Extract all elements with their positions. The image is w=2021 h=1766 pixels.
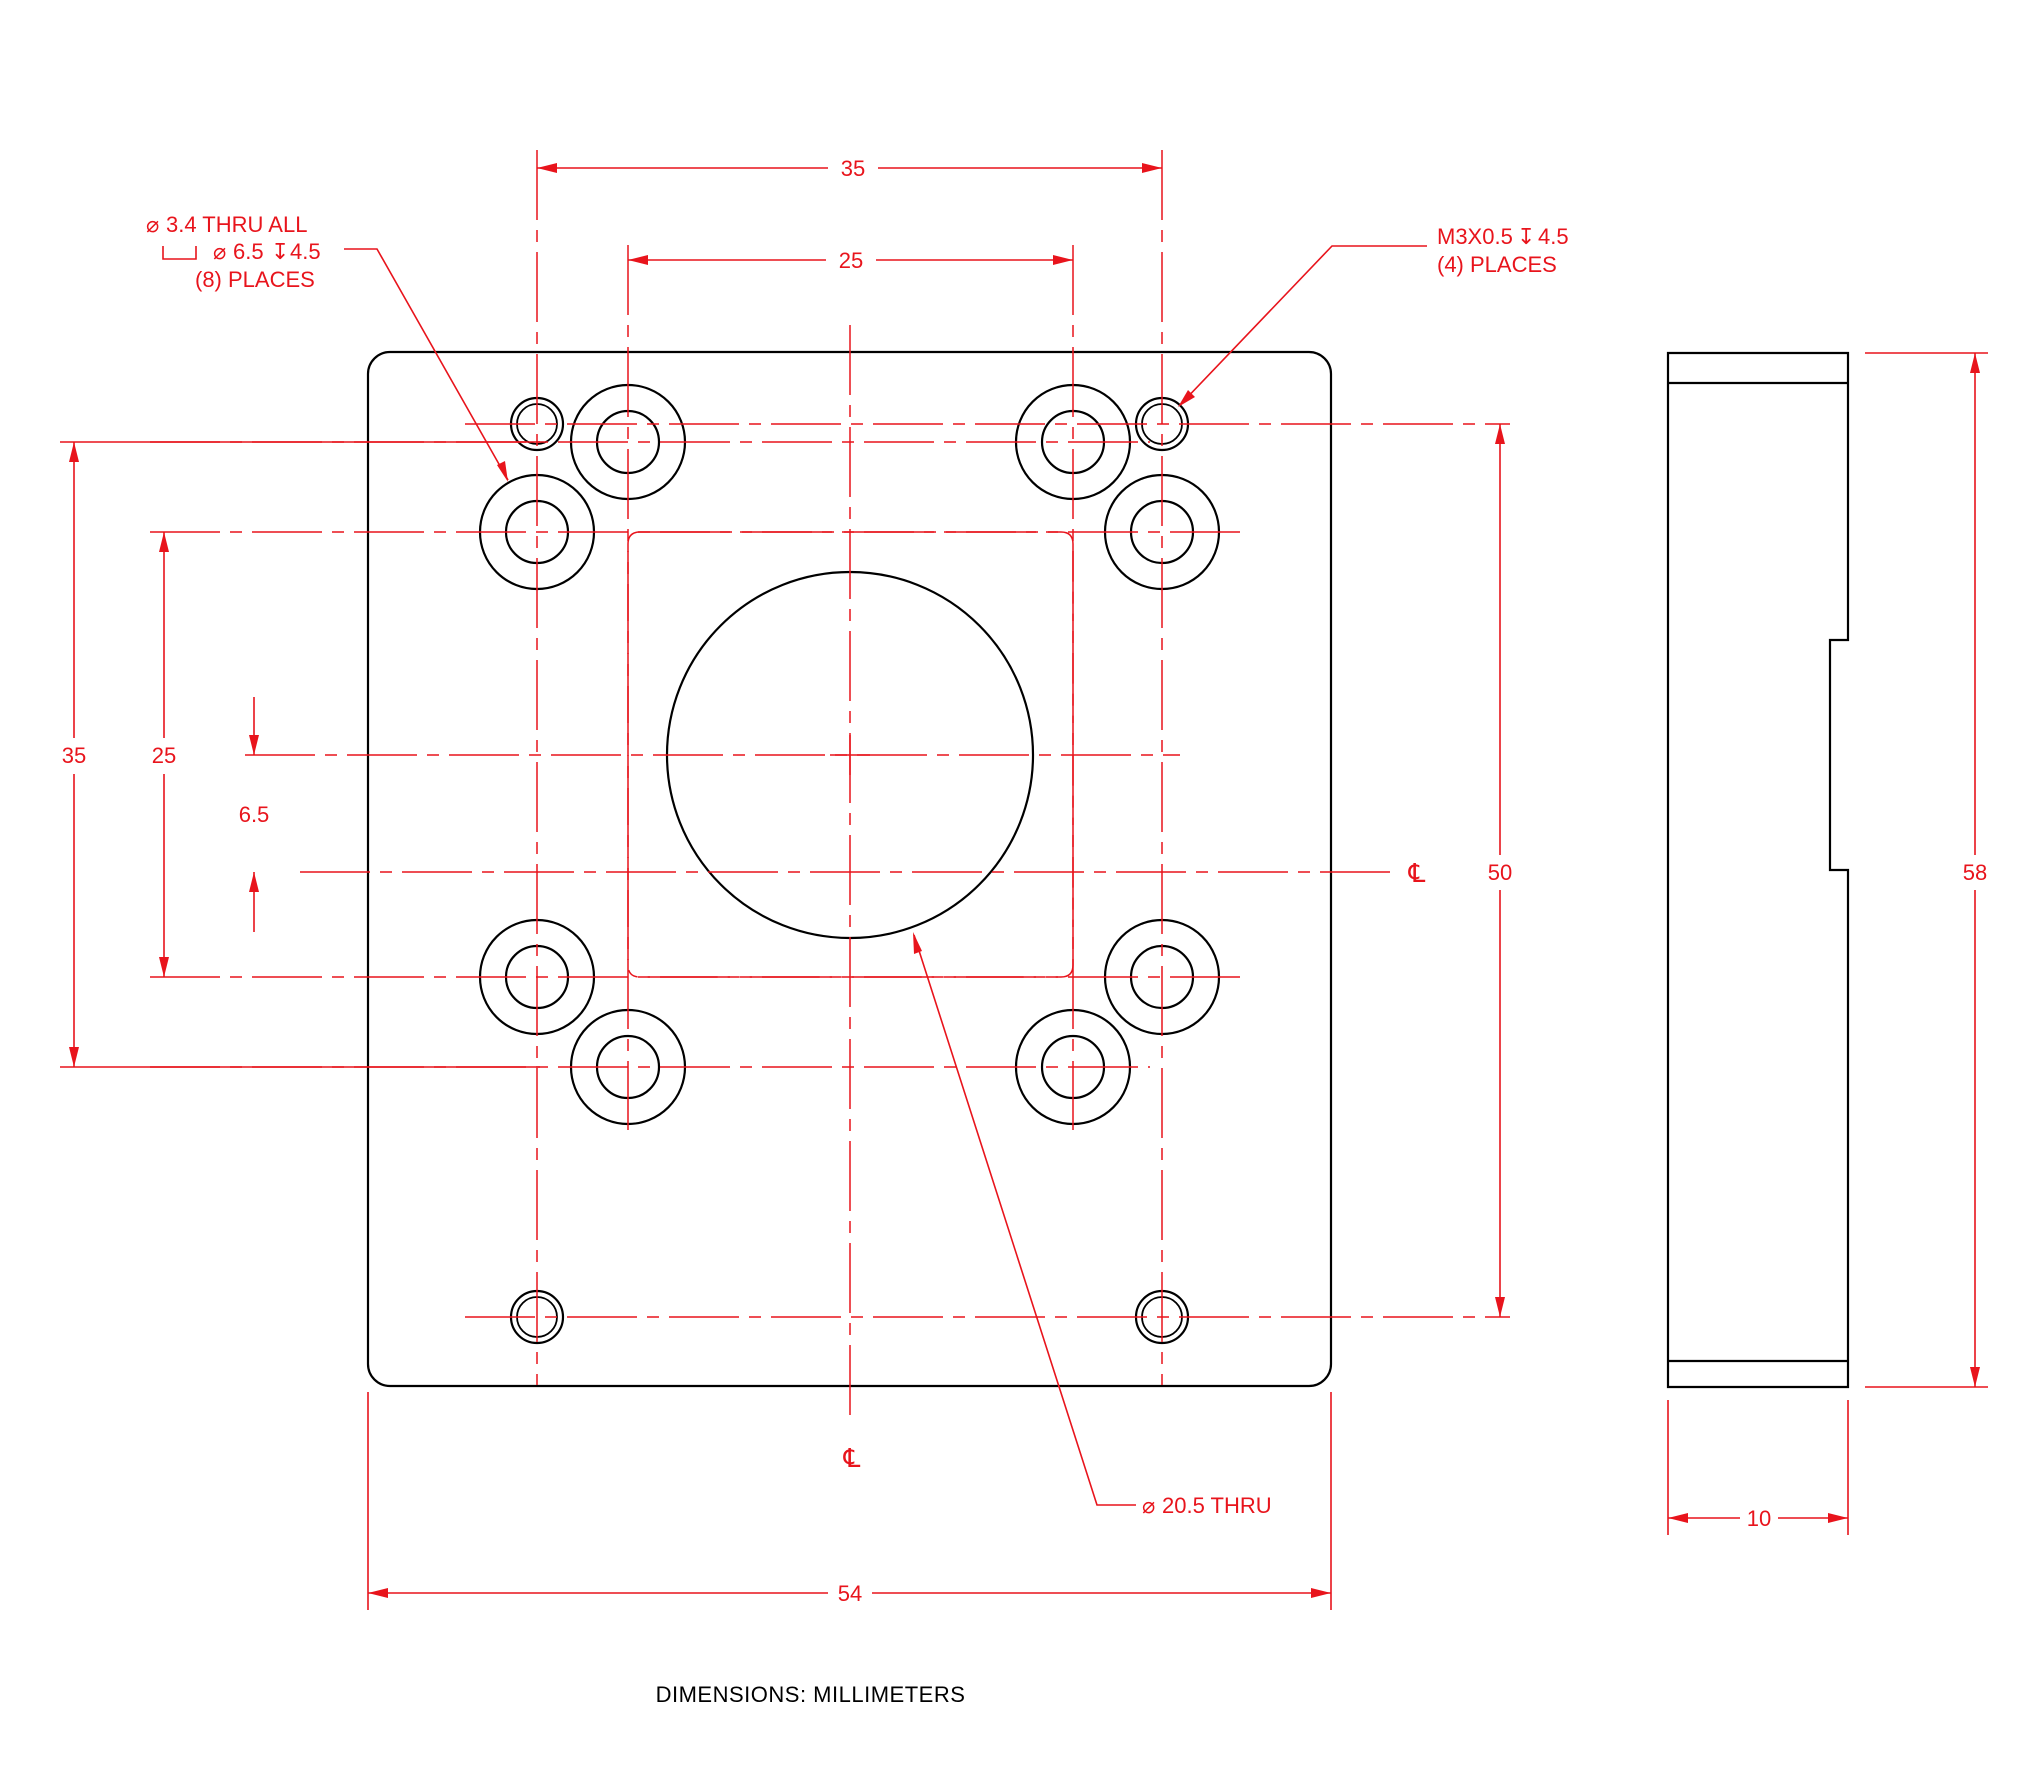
note-line: (4) PLACES — [1437, 252, 1557, 277]
centerline-symbol: ℄ — [1408, 858, 1426, 888]
dim-label: 54 — [838, 1581, 862, 1606]
center-lines — [150, 150, 1510, 1425]
note-line: 4.5 — [290, 239, 321, 264]
note-tapped: M3X0.5 ↧ 4.5 (4) PLACES — [1178, 224, 1569, 407]
side-view: 58 10 — [1666, 351, 1988, 1535]
dim-label: 10 — [1747, 1506, 1771, 1531]
dim-label: 6.5 — [239, 802, 270, 827]
dim-label: 35 — [62, 743, 86, 768]
note-line: 4.5 — [1538, 224, 1569, 249]
dim-bottom-54: 54 — [367, 1392, 1332, 1610]
note-bore: ⌀ 20.5 THRU — [913, 932, 1272, 1519]
dim-top-25: 25 — [628, 248, 1073, 273]
units-label: DIMENSIONS: MILLIMETERS — [655, 1682, 966, 1707]
dim-right-50: 50 — [1488, 424, 1512, 1317]
centerline-symbol: ℄ — [843, 1443, 861, 1473]
dim-label: 25 — [839, 248, 863, 273]
dim-label: 25 — [152, 743, 176, 768]
dimensions: 35 25 35 25 — [60, 156, 1569, 1610]
note-line: 20.5 THRU — [1162, 1493, 1272, 1518]
dim-left-35: 35 — [60, 441, 540, 1068]
note-line: 6.5 — [233, 239, 264, 264]
dim-label: 58 — [1963, 860, 1987, 885]
dim-top-35: 35 — [537, 156, 1162, 181]
note-counterbore: ⌀ 3.4 THRU ALL ⌀ 6.5 ↧ 4.5 (8) PLACES — [146, 212, 509, 482]
note-line: M3X0.5 — [1437, 224, 1513, 249]
diameter-symbol: ⌀ — [213, 240, 226, 265]
diameter-symbol: ⌀ — [1142, 1494, 1155, 1519]
dim-label: 50 — [1488, 860, 1512, 885]
note-line: (8) PLACES — [195, 267, 315, 292]
dim-side-58: 58 — [1865, 352, 1988, 1388]
diameter-symbol: ⌀ — [146, 213, 159, 238]
dim-side-10: 10 — [1667, 1400, 1849, 1535]
dim-label: 35 — [841, 156, 865, 181]
side-profile — [1666, 351, 1850, 1389]
depth-symbol: ↧ — [1517, 225, 1535, 250]
dim-left-25: 25 — [152, 532, 176, 977]
note-line: 3.4 THRU ALL — [166, 212, 307, 237]
dim-offset-6.5: 6.5 — [239, 697, 270, 932]
depth-symbol: ↧ — [271, 240, 289, 265]
